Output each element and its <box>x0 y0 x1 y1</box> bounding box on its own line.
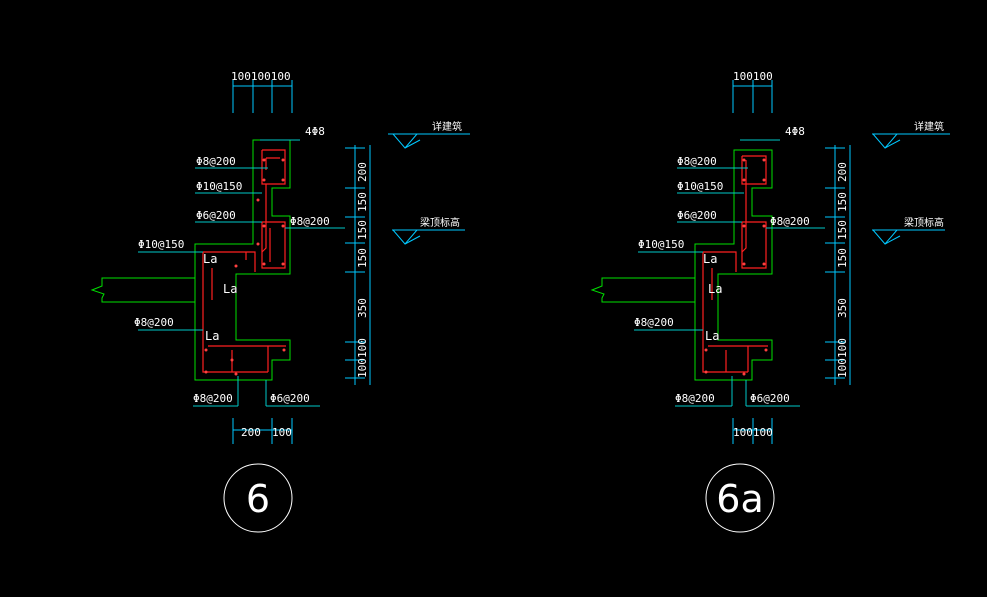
bottom-dim-1-6: 200 <box>241 426 261 439</box>
concrete-outline-6a <box>694 149 773 381</box>
label-la-2-6a: La <box>708 282 722 296</box>
section-tag-circle-6a <box>705 463 775 533</box>
label-bottom-right-6a: Φ6@200 <box>750 392 790 405</box>
leaders-6 <box>138 139 345 407</box>
rebar-dots-6 <box>204 158 286 376</box>
right-dim-6-6: 100 <box>356 338 369 358</box>
bottom-dimension-6a <box>732 418 773 444</box>
label-main-left-6: Φ10@150 <box>138 238 184 251</box>
section-tag-circle-6 <box>223 463 293 533</box>
label-right-mid-6: Φ8@200 <box>290 215 330 228</box>
label-main-upper-6a: Φ10@150 <box>677 180 723 193</box>
label-lower-left-6a: Φ8@200 <box>634 316 674 329</box>
top-dimension-text-6a: 100100 <box>733 70 773 83</box>
right-dim-5-6a: 350 <box>836 298 849 318</box>
right-dim-2-6: 150 <box>356 192 369 212</box>
label-right-mid-6a: Φ8@200 <box>770 215 810 228</box>
elevation-markers-6 <box>388 133 470 245</box>
label-la-3-6: La <box>205 329 219 343</box>
label-stirrup-top-6: Φ8@200 <box>196 155 236 168</box>
detail-6a-group: 100100 <box>590 70 950 533</box>
label-main-left-6a: Φ10@150 <box>638 238 684 251</box>
elevation-markers-6a <box>872 133 950 245</box>
label-top-bar-6a: 4Φ8 <box>785 125 805 138</box>
right-dim-6-6a: 100 <box>836 338 849 358</box>
label-tie-upper-6: Φ6@200 <box>196 209 236 222</box>
slab-break-line-6 <box>90 277 195 303</box>
right-dimension-6 <box>345 145 371 385</box>
leaders-6a <box>634 139 825 407</box>
right-dim-3-6a: 150 <box>836 220 849 240</box>
concrete-outline-6 <box>194 139 291 381</box>
bottom-dim-2-6: 100 <box>272 426 292 439</box>
slab-break-line-6a <box>590 277 695 303</box>
right-dim-7-6: 100 <box>356 358 369 378</box>
bottom-dim-1-6a: 100100 <box>733 426 773 439</box>
elev-mid-label-6: 梁顶标高 <box>420 216 460 229</box>
right-dim-4-6a: 150 <box>836 248 849 268</box>
rebar-dots-6a <box>704 158 768 376</box>
right-dim-4-6: 150 <box>356 248 369 268</box>
section-tag-6: 6 <box>246 477 270 521</box>
label-la-2-6: La <box>223 282 237 296</box>
label-main-upper-6: Φ10@150 <box>196 180 242 193</box>
section-tag-6a: 6a <box>716 477 763 521</box>
right-dim-7-6a: 100 <box>836 358 849 378</box>
label-top-bar-6: 4Φ8 <box>305 125 325 138</box>
elev-top-label-6: 详建筑 <box>432 120 462 133</box>
label-bottom-left-6: Φ8@200 <box>193 392 233 405</box>
label-la-3-6a: La <box>705 329 719 343</box>
right-dimension-6a <box>825 145 851 385</box>
elev-mid-label-6a: 梁顶标高 <box>904 216 944 229</box>
top-dimension-6a <box>732 80 773 113</box>
elev-top-label-6a: 详建筑 <box>914 120 944 133</box>
top-dimension-text-6: 100100100 <box>231 70 291 83</box>
label-lower-left-6: Φ8@200 <box>134 316 174 329</box>
detail-6-group: 100100100 <box>90 70 470 533</box>
top-dimension-6 <box>232 80 293 113</box>
label-bottom-left-6a: Φ8@200 <box>675 392 715 405</box>
right-dim-2-6a: 150 <box>836 192 849 212</box>
rebar-6a <box>702 155 768 373</box>
label-bottom-right-6: Φ6@200 <box>270 392 310 405</box>
label-tie-upper-6a: Φ6@200 <box>677 209 717 222</box>
label-la-1-6: La <box>203 252 217 266</box>
right-dim-3-6: 150 <box>356 220 369 240</box>
right-dim-1-6a: 200 <box>836 162 849 182</box>
label-stirrup-top-6a: Φ8@200 <box>677 155 717 168</box>
right-dim-1-6: 200 <box>356 162 369 182</box>
bottom-dimension-6 <box>232 418 293 444</box>
right-dim-5-6: 350 <box>356 298 369 318</box>
label-la-1-6a: La <box>703 252 717 266</box>
